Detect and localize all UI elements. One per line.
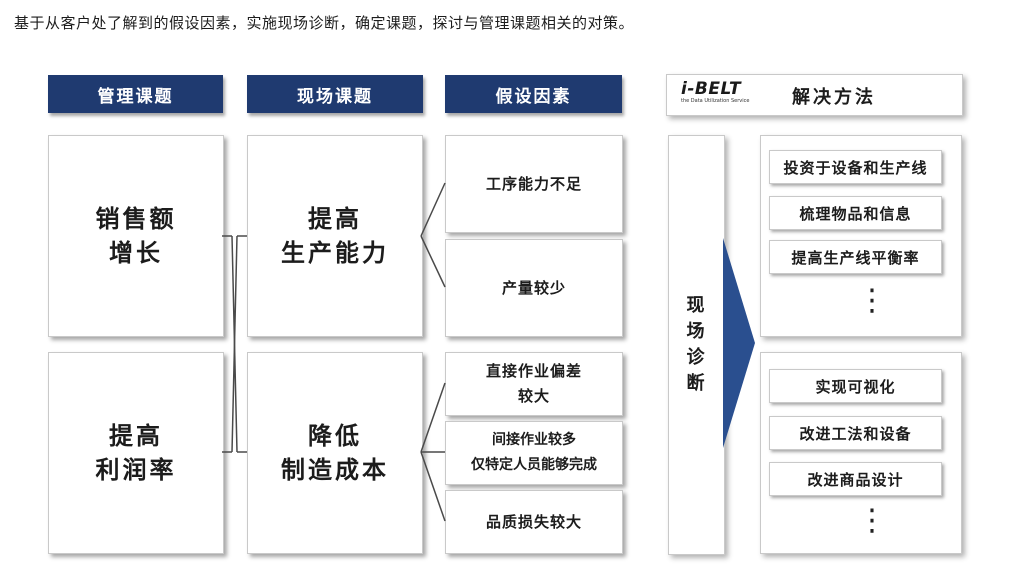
header-solution: i-BELT the Data Utilization Service 解决方法 xyxy=(666,74,963,116)
connector-capacity-h1 xyxy=(420,182,446,237)
header-solution-label: 解决方法 xyxy=(792,87,876,108)
solution-invest-equipment: 投资于设备和生产线 xyxy=(769,150,942,184)
intro-text: 基于从客户处了解到的假设因素，实施现场诊断，确定课题，探讨与管理课题相关的对策。 xyxy=(14,14,635,32)
management-card-sales-line1: 销售额 xyxy=(95,205,177,233)
field-card-capacity: 提高 生产能力 xyxy=(247,135,423,337)
hypothesis-card-2: 产量较少 xyxy=(445,239,623,337)
field-card-cost-line1: 降低 xyxy=(308,422,362,450)
ellipsis-bottom: ⋮ xyxy=(857,503,887,538)
hypothesis-card-5: 品质损失较大 xyxy=(445,490,623,554)
management-card-profit-line1: 提高 xyxy=(109,422,163,450)
ibelt-logo-brand: i-BELT xyxy=(681,79,742,99)
solutions-top-panel: 投资于设备和生产线 梳理物品和信息 提高生产线平衡率 ⋮ xyxy=(760,135,962,337)
ellipsis-top: ⋮ xyxy=(857,283,887,318)
hypothesis-card-4-line2: 仅特定人员能够完成 xyxy=(471,457,597,473)
connector-capacity-h2 xyxy=(420,235,446,288)
solution-improve-line-balance: 提高生产线平衡率 xyxy=(769,240,942,274)
diagnosis-box: 现场诊断 xyxy=(668,135,725,555)
diagnosis-arrow xyxy=(723,238,755,448)
hypothesis-card-1-text: 工序能力不足 xyxy=(485,174,582,193)
hypothesis-card-4-line1: 间接作业较多 xyxy=(492,432,576,448)
header-field: 现场课题 xyxy=(247,75,423,113)
hypothesis-card-3-line1: 直接作业偏差 xyxy=(485,362,582,380)
connector-cross-2 xyxy=(231,235,238,453)
hypothesis-card-3-line2: 较大 xyxy=(517,387,550,405)
hypothesis-card-4: 间接作业较多 仅特定人员能够完成 xyxy=(445,421,623,485)
header-hypothesis: 假设因素 xyxy=(445,75,622,113)
solution-visualization: 实现可视化 xyxy=(769,369,942,403)
connector-cost-h3 xyxy=(420,382,446,453)
solutions-bottom-panel: 实现可视化 改进工法和设备 改进商品设计 ⋮ xyxy=(760,352,962,554)
header-management: 管理课题 xyxy=(48,75,223,113)
solution-improve-methods: 改进工法和设备 xyxy=(769,416,942,450)
ibelt-logo-tagline: the Data Utilization Service xyxy=(681,98,750,104)
management-card-sales: 销售额 增长 xyxy=(48,135,224,337)
ibelt-logo: i-BELT the Data Utilization Service xyxy=(681,79,749,104)
hypothesis-card-5-text: 品质损失较大 xyxy=(485,512,582,531)
solution-organize-goods-info: 梳理物品和信息 xyxy=(769,196,942,230)
hypothesis-card-2-text: 产量较少 xyxy=(501,278,566,297)
connector-cost-h5 xyxy=(420,451,446,522)
management-card-sales-line2: 增长 xyxy=(109,239,163,267)
field-card-capacity-line2: 生产能力 xyxy=(281,239,389,267)
field-card-cost-line2: 制造成本 xyxy=(281,456,389,484)
hypothesis-card-1: 工序能力不足 xyxy=(445,135,623,233)
management-card-profit: 提高 利润率 xyxy=(48,352,224,554)
diagnosis-label: 现场诊断 xyxy=(686,295,705,394)
field-card-cost: 降低 制造成本 xyxy=(247,352,423,554)
solution-improve-design: 改进商品设计 xyxy=(769,462,942,496)
management-card-profit-line2: 利润率 xyxy=(95,456,177,484)
field-card-capacity-line1: 提高 xyxy=(308,205,362,233)
hypothesis-card-3: 直接作业偏差 较大 xyxy=(445,352,623,416)
